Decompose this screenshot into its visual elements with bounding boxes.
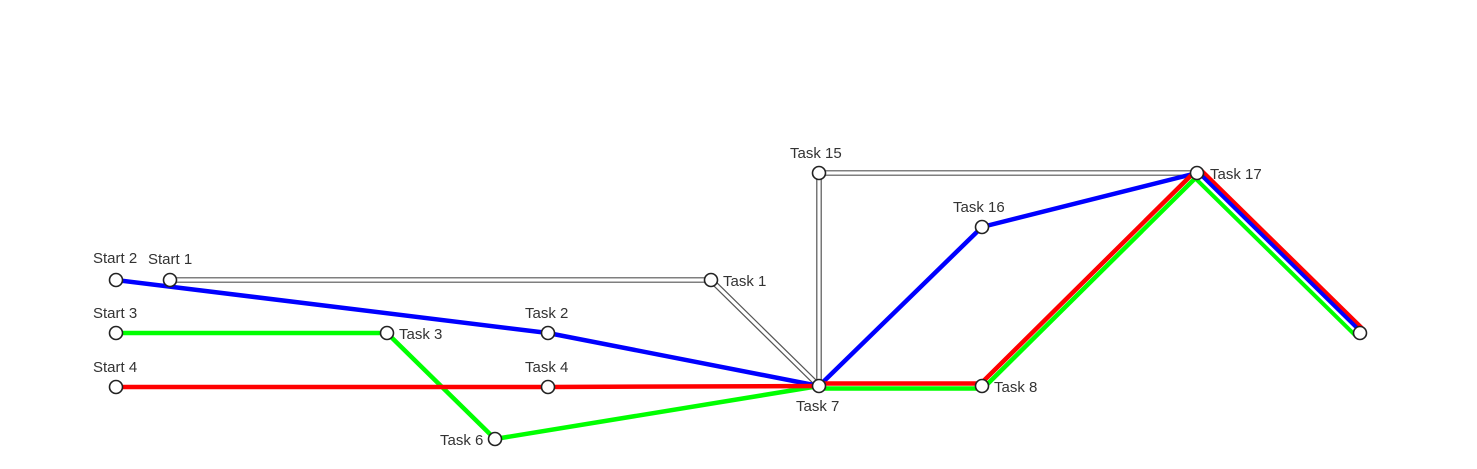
node-task8-label: Task 8 (994, 379, 1037, 396)
edge-task17-end-white (1195, 173, 1360, 335)
node-task7-circle[interactable] (811, 378, 827, 394)
node-task16-circle[interactable] (974, 219, 990, 235)
node-end-circle[interactable] (1352, 325, 1368, 341)
node-task4-circle[interactable] (540, 379, 556, 395)
edge-task17-end-blue (1196, 170, 1363, 334)
node-task6-circle[interactable] (487, 431, 503, 447)
node-task7-label: Task 7 (796, 398, 839, 415)
edge-task16-task17 (981, 170, 1198, 230)
edge-task1-task7-rail-b (709, 281, 818, 388)
node-task2-circle[interactable] (540, 325, 556, 341)
node-start4-circle[interactable] (108, 379, 124, 395)
edge-task7-task16 (817, 225, 984, 388)
node-task2-label: Task 2 (525, 305, 568, 322)
edge-task17-end-green (1192, 175, 1358, 338)
node-task4-label: Task 4 (525, 359, 568, 376)
edge-task8-task17-red (978, 169, 1197, 386)
node-task1-label: Task 1 (723, 273, 766, 290)
node-task6-label: Task 6 (440, 432, 483, 449)
node-start3-label: Start 3 (93, 305, 137, 322)
node-start3-circle[interactable] (108, 325, 124, 341)
node-task17-circle[interactable] (1189, 165, 1205, 181)
node-task3-label: Task 3 (399, 326, 442, 343)
node-task17-label: Task 17 (1210, 166, 1262, 183)
node-task15-label: Task 15 (790, 145, 842, 162)
node-start2-label: Start 2 (93, 250, 137, 267)
node-start1-circle[interactable] (162, 272, 178, 288)
edge-task8-task17-green (982, 173, 1201, 390)
node-task8-circle[interactable] (974, 378, 990, 394)
node-start1-label: Start 1 (148, 251, 192, 268)
edge-task17-end-red (1199, 168, 1365, 331)
edge-start2-task2 (115, 277, 549, 336)
edge-task4-task7 (547, 383, 820, 390)
node-task3-circle[interactable] (379, 325, 395, 341)
node-start4-label: Start 4 (93, 359, 137, 376)
node-task16-label: Task 16 (953, 199, 1005, 216)
node-start2-circle[interactable] (108, 272, 124, 288)
node-task1-circle[interactable] (703, 272, 719, 288)
edge-task6-task7 (494, 383, 820, 442)
edge-task1-task7-rail-a (712, 278, 821, 385)
node-task15-circle[interactable] (811, 165, 827, 181)
edge-task2-task7 (547, 330, 820, 389)
